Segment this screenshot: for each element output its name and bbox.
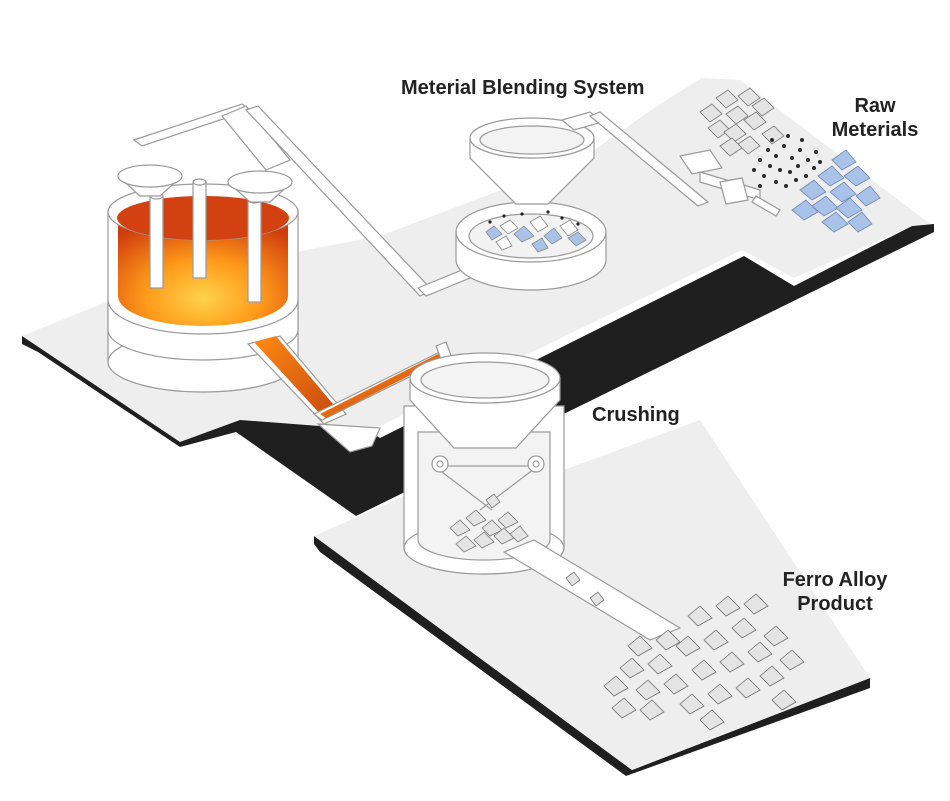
label-crushing: Crushing: [592, 404, 680, 426]
conveyor-particles: [565, 571, 605, 607]
electrode-left: [149, 195, 164, 289]
label-ferro-alloy-product: Ferro Alloy Product: [775, 568, 895, 616]
crushed-particles: [449, 493, 529, 553]
blue-mineral-pile: [791, 149, 881, 233]
product-conveyor: [502, 539, 682, 641]
furnace-feed-funnels: [117, 164, 293, 203]
smelting-furnace: [107, 164, 299, 393]
label-raw-line1: Raw: [854, 95, 896, 117]
raw-material-piles: [679, 87, 881, 233]
crusher: [403, 352, 682, 641]
electrode-middle: [192, 181, 207, 279]
label-raw-line2: Meterials: [831, 119, 919, 141]
upper-platform-edge: [22, 224, 934, 516]
upper-conveyor-joint: [221, 105, 291, 171]
ferro-alloy-pile: [603, 593, 805, 731]
raw-ore-pile: [699, 87, 785, 157]
label-product-line2: Product: [797, 593, 873, 615]
blended-materials: [485, 210, 587, 253]
label-product-line1: Ferro Alloy: [782, 569, 888, 591]
electrode-right: [247, 199, 262, 303]
conveyor-blend-to-furnace: [132, 103, 472, 297]
carbon-pile: [752, 134, 822, 188]
label-raw-materials: Raw Meterials: [820, 94, 930, 142]
label-blending-system: Meterial Blending System: [401, 77, 645, 99]
